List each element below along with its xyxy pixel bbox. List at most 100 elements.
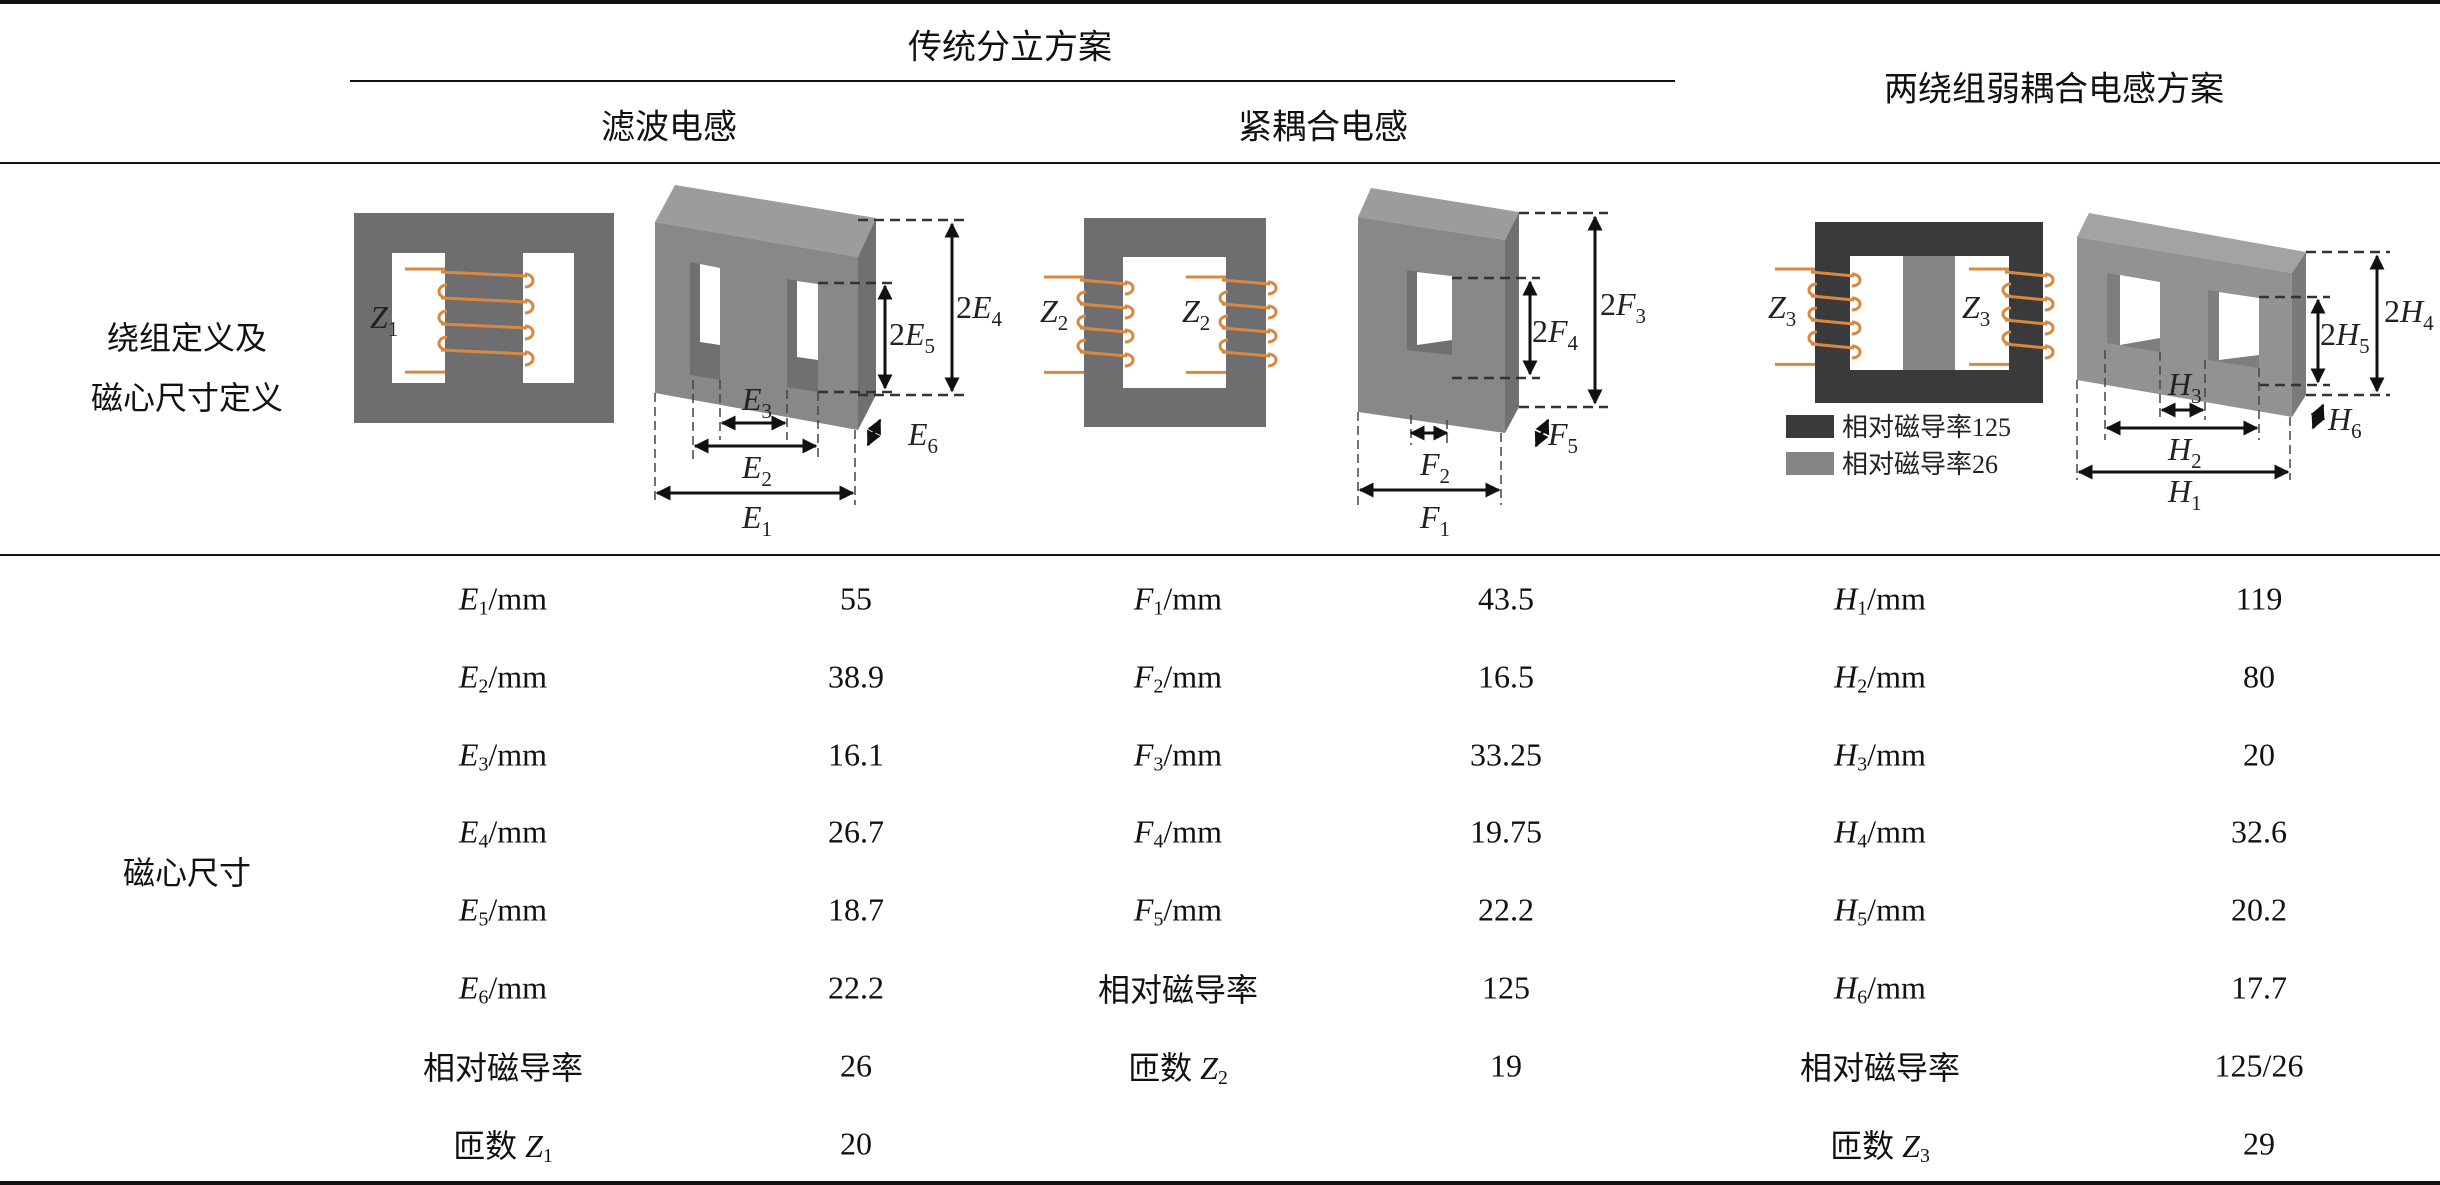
label-subscript: 4: [992, 307, 1003, 331]
label-symbol: Z: [1768, 289, 1787, 325]
label-symbol: H: [2399, 293, 2425, 329]
dimension-label: F5: [1547, 416, 1578, 458]
label-subscript: 1: [388, 317, 399, 341]
param-symbol: E: [458, 658, 479, 695]
dimension-label: H3: [2167, 366, 2202, 408]
weak-param-value: 32.6: [2231, 813, 2287, 850]
tight-core-3d: [1357, 188, 1608, 505]
param-unit: /mm: [488, 813, 548, 850]
weak-param-value: 20: [2243, 736, 2275, 773]
label-symbol: E: [904, 316, 925, 352]
weak-param-label: H2/mm: [1834, 658, 1926, 697]
param-symbol: F: [1133, 736, 1154, 773]
dimension-label: E3: [741, 381, 772, 423]
param-subscript: 3: [1919, 1144, 1930, 1167]
param-symbol: E: [458, 969, 479, 1006]
weak-param-value: 125/26: [2214, 1047, 2304, 1084]
label-subscript: 2: [1200, 311, 1211, 335]
param-unit: /mm: [1163, 813, 1223, 850]
label-symbol: F: [1547, 313, 1568, 349]
dimension-label: H6: [2327, 401, 2362, 443]
weak-param-value: 20.2: [2231, 891, 2287, 928]
param-symbol: Z: [1200, 1050, 1218, 1086]
label-prefix: 2: [1600, 286, 1616, 322]
label-symbol: Z: [370, 299, 389, 335]
label-subscript: 3: [1980, 307, 1991, 331]
coil-z1-icon: [405, 267, 535, 374]
dimension-label: Z2: [1182, 293, 1210, 335]
dimension-label: E2: [741, 449, 772, 491]
filter-param-value: 18.7: [828, 891, 884, 928]
dimension-label: 2E4: [956, 289, 1003, 331]
coil-z2-left-icon: [1044, 275, 1135, 374]
header-weak-coupled-scheme: 两绕组弱耦合电感方案: [1884, 71, 2224, 109]
dimension-label: H1: [2167, 473, 2202, 515]
tight-param-value: 43.5: [1478, 580, 1534, 617]
param-symbol: E: [458, 891, 479, 928]
param-symbol: H: [1834, 658, 1858, 695]
dimension-label: 2H4: [2384, 293, 2434, 335]
weak-param-label: 相对磁导率: [1800, 1043, 1960, 1089]
param-unit: /mm: [488, 891, 548, 928]
filter-param-label: E4/mm: [459, 813, 548, 852]
weak-param-label: H4/mm: [1834, 814, 1926, 852]
param-symbol: F: [1133, 813, 1154, 850]
label-subscript: 4: [1568, 331, 1579, 355]
param-subscript: 1: [478, 597, 489, 620]
tight-param-label: F5/mm: [1134, 892, 1222, 931]
param-symbol: Z: [1902, 1128, 1920, 1164]
dimension-label: 2E5: [889, 316, 935, 358]
legend-label-26: 相对磁导率26: [1842, 450, 1998, 479]
param-subscript: 3: [1153, 753, 1164, 776]
label-subscript: 6: [2351, 419, 2362, 443]
label-symbol: E: [741, 381, 762, 417]
label-subscript: 2: [762, 467, 773, 491]
label-subscript: 3: [1786, 307, 1797, 331]
filter-param-value: 22.2: [828, 969, 884, 1006]
param-symbol: E: [458, 736, 479, 773]
label-subscript: 5: [2359, 334, 2370, 358]
dimension-label: 2F4: [1532, 313, 1579, 355]
label-prefix: 2: [956, 289, 972, 325]
param-unit: /mm: [1867, 969, 1926, 1006]
winding-turns: [1775, 267, 1862, 366]
label-subscript: 1: [762, 517, 773, 541]
param-symbol: E: [458, 580, 479, 617]
param-unit: /mm: [488, 736, 548, 773]
param-subscript: 4: [1153, 830, 1164, 853]
top-rule: [0, 0, 2440, 4]
label-symbol: E: [971, 289, 992, 325]
param-subscript: 5: [1857, 908, 1868, 931]
param-subscript: 2: [478, 675, 489, 698]
legend-swatch-125: [1786, 415, 1834, 438]
filter-param-value: 55: [840, 580, 872, 617]
param-prefix: 匝数: [453, 1128, 526, 1164]
label-symbol: F: [1419, 446, 1440, 482]
param-unit: /mm: [488, 580, 548, 617]
tight-param-label: 匝数 Z2: [1128, 1043, 1228, 1089]
label-symbol: E: [741, 499, 762, 535]
winding-turns: [1044, 275, 1135, 374]
param-symbol: H: [1834, 969, 1858, 1006]
coil-z3-left-icon: [1775, 267, 1862, 366]
filter-core-2d: [354, 213, 614, 423]
label-symbol: Z: [1182, 293, 1201, 329]
param-subscript: 2: [1217, 1066, 1228, 1089]
tight-param-value: 16.5: [1478, 658, 1534, 695]
label-prefix: 2: [1532, 313, 1548, 349]
filter-param-value: 20: [840, 1125, 872, 1162]
weak-param-label: H5/mm: [1834, 892, 1926, 931]
param-prefix: 匝数: [1128, 1050, 1201, 1086]
label-subscript: 1: [2191, 491, 2202, 515]
param-subscript: 3: [1857, 753, 1868, 776]
label-subscript: 1: [1440, 517, 1451, 541]
label-subscript: 2: [2191, 449, 2202, 473]
param-subscript: 5: [1153, 908, 1164, 931]
weak-core-2d: 相对磁导率125 相对磁导率26: [1775, 222, 2055, 479]
row-label-definition-2: 磁心尺寸定义: [90, 380, 284, 416]
param-unit: /mm: [1867, 736, 1926, 773]
param-subscript: 6: [478, 986, 489, 1009]
param-subscript: 1: [1857, 597, 1868, 620]
